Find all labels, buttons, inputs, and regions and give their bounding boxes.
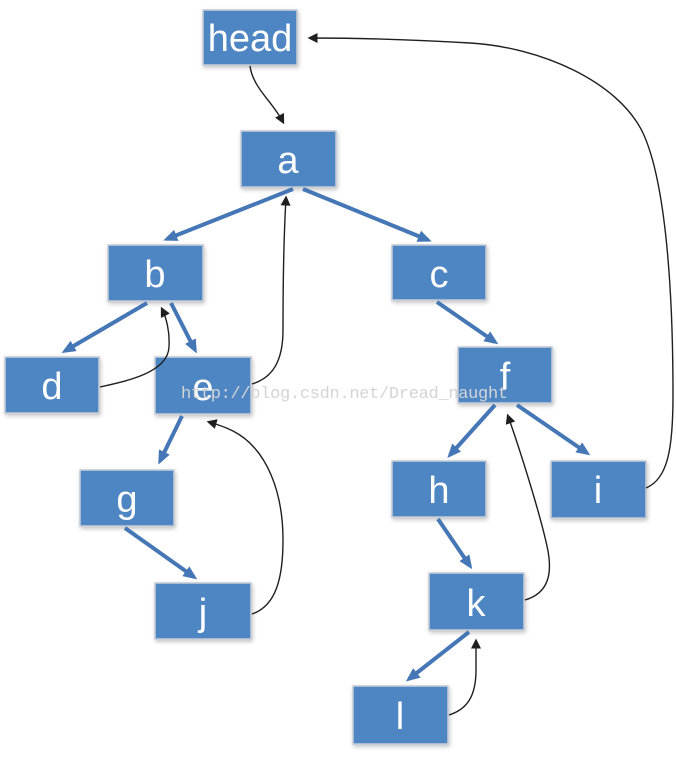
node-e-label: e (192, 367, 213, 409)
node-j: j (154, 582, 252, 640)
pointer-edge-head-a (249, 65, 285, 125)
node-l-box (352, 685, 449, 745)
tree-edge-f-h (447, 403, 497, 458)
node-b: b (107, 244, 204, 302)
node-a-box (240, 130, 337, 188)
tree-edge-a-b (163, 187, 294, 241)
node-i-label: i (594, 470, 602, 512)
node-h-box (391, 460, 487, 518)
tree-edge-g-j (123, 526, 198, 580)
node-l-label: l (396, 696, 404, 738)
node-k-label: k (467, 583, 487, 625)
tree-edge-e-g (158, 415, 184, 465)
pointer-edge-j-e (206, 419, 284, 615)
tree-edges (61, 187, 591, 682)
node-i: i (550, 460, 647, 519)
node-a-label: a (277, 140, 299, 182)
node-c: c (391, 244, 487, 301)
node-f-label: f (500, 356, 511, 398)
node-h: h (391, 460, 487, 518)
node-j-label: j (198, 592, 207, 634)
pointer-edge-i-head (307, 33, 674, 489)
tree-edge-b-e (169, 302, 197, 354)
node-g: g (79, 469, 175, 527)
pointer-edge-l-k (448, 638, 481, 716)
node-g-box (79, 469, 175, 527)
node-head-box (202, 9, 298, 66)
tree-edge-c-f (435, 300, 499, 345)
node-f: f (457, 346, 553, 404)
node-d-box (4, 356, 100, 414)
node-head-label: head (208, 18, 293, 60)
pointer-edge-d-b (99, 306, 170, 388)
tree-edge-k-l (405, 630, 471, 682)
node-e-box (154, 356, 252, 415)
node-f-box (457, 346, 553, 404)
pointer-edges (99, 33, 674, 716)
node-b-label: b (144, 254, 165, 296)
pointer-edge-e-a (251, 195, 291, 385)
node-j-box (154, 582, 252, 640)
node-g-label: g (116, 479, 137, 521)
node-i-box (550, 460, 647, 519)
node-h-label: h (428, 470, 449, 512)
node-d: d (4, 356, 100, 414)
node-e: e (154, 356, 252, 415)
tree-edge-b-d (61, 301, 149, 354)
node-head: head (202, 9, 298, 66)
node-k: k (428, 572, 525, 631)
tree-edge-h-k (436, 517, 473, 570)
node-k-box (428, 572, 525, 631)
node-b-box (107, 244, 204, 302)
tree-edge-a-c (302, 187, 432, 242)
tree-edge-f-i (515, 403, 591, 456)
node-c-box (391, 244, 487, 301)
node-c-label: c (430, 254, 449, 296)
pointer-edge-k-f (505, 413, 551, 601)
node-a: a (240, 130, 337, 188)
node-l: l (352, 685, 449, 745)
node-d-label: d (41, 366, 62, 408)
watermark: http://blog.csdn.net/Dread_naught (181, 385, 508, 404)
